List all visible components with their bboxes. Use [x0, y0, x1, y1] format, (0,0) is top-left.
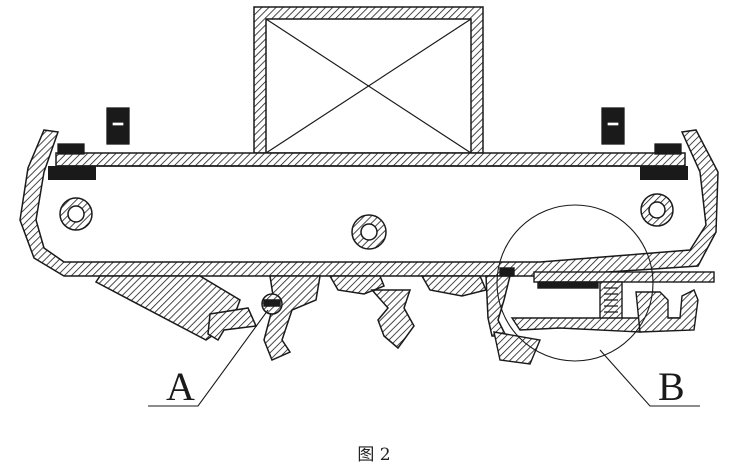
label-b: B	[658, 364, 685, 409]
bolt-holes	[59, 193, 674, 250]
top-box-crossed	[253, 6, 484, 154]
leader-lines	[148, 309, 700, 407]
detail-b-mechanism	[493, 267, 715, 365]
top-clips	[57, 107, 682, 155]
figure-caption: 图 2	[357, 445, 391, 465]
main-body-shell	[19, 129, 719, 277]
detail-circle-b	[496, 204, 654, 362]
side-blocks	[48, 166, 688, 180]
detail-a-ball	[261, 293, 283, 315]
lower-profile	[94, 275, 511, 362]
label-a: A	[166, 364, 195, 409]
